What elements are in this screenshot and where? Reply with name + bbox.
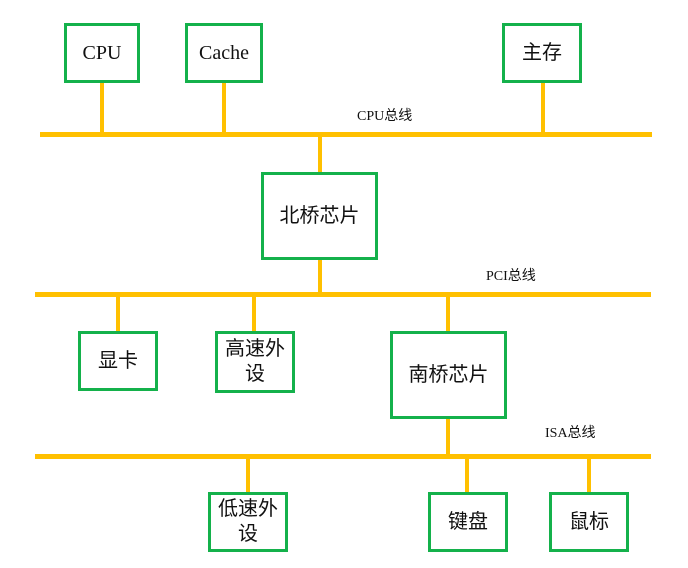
pci-bus-line: [35, 292, 651, 297]
high-speed-peripheral-label: 高速外 设: [225, 338, 285, 385]
cache-label: Cache: [199, 41, 249, 64]
isa-bus-to-mouse-connector: [587, 454, 591, 495]
south-bridge-label: 南桥芯片: [408, 363, 489, 386]
keyboard-box: 键盘: [428, 492, 508, 552]
isa-bus-label: ISA总线: [545, 426, 596, 441]
cpu-box: CPU: [64, 23, 140, 83]
cpu-bus-line: [40, 132, 652, 137]
south-bridge-to-isa-bus-connector: [446, 417, 450, 457]
cpu-label: CPU: [82, 41, 122, 64]
isa-bus-to-low-speed-peripheral-connector: [246, 454, 250, 495]
north-bridge-label: 北桥芯片: [279, 204, 360, 227]
north-bridge-box: 北桥芯片: [261, 172, 378, 260]
isa-bus-line: [35, 454, 651, 459]
cpu-bus-to-north-bridge-connector: [318, 132, 322, 175]
isa-bus-to-keyboard-connector: [465, 454, 469, 495]
low-speed-peripheral-label: 低速外 设: [218, 498, 278, 545]
main-memory-label: 主存: [522, 41, 562, 64]
low-speed-peripheral-box: 低速外 设: [208, 492, 288, 552]
cpu-to-cpu-bus-connector: [100, 82, 104, 135]
high-speed-peripheral-box: 高速外 设: [215, 331, 295, 393]
graphics-card-label: 显卡: [98, 349, 138, 372]
cpu-bus-label: CPU总线: [357, 109, 413, 124]
pci-bus-to-graphics-card-connector: [116, 292, 120, 334]
cache-to-cpu-bus-connector: [222, 82, 226, 135]
mouse-box: 鼠标: [549, 492, 629, 552]
pci-bus-to-south-bridge-connector: [446, 292, 450, 334]
main-memory-box: 主存: [502, 23, 582, 83]
north-bridge-to-pci-bus-connector: [318, 257, 322, 295]
mouse-label: 鼠标: [569, 510, 609, 533]
south-bridge-box: 南桥芯片: [390, 331, 507, 419]
cache-box: Cache: [185, 23, 263, 83]
main-memory-to-cpu-bus-connector: [541, 82, 545, 135]
pci-bus-to-high-speed-peripheral-connector: [252, 292, 256, 334]
graphics-card-box: 显卡: [78, 331, 158, 391]
pci-bus-label: PCI总线: [486, 269, 536, 284]
keyboard-label: 键盘: [448, 510, 488, 533]
